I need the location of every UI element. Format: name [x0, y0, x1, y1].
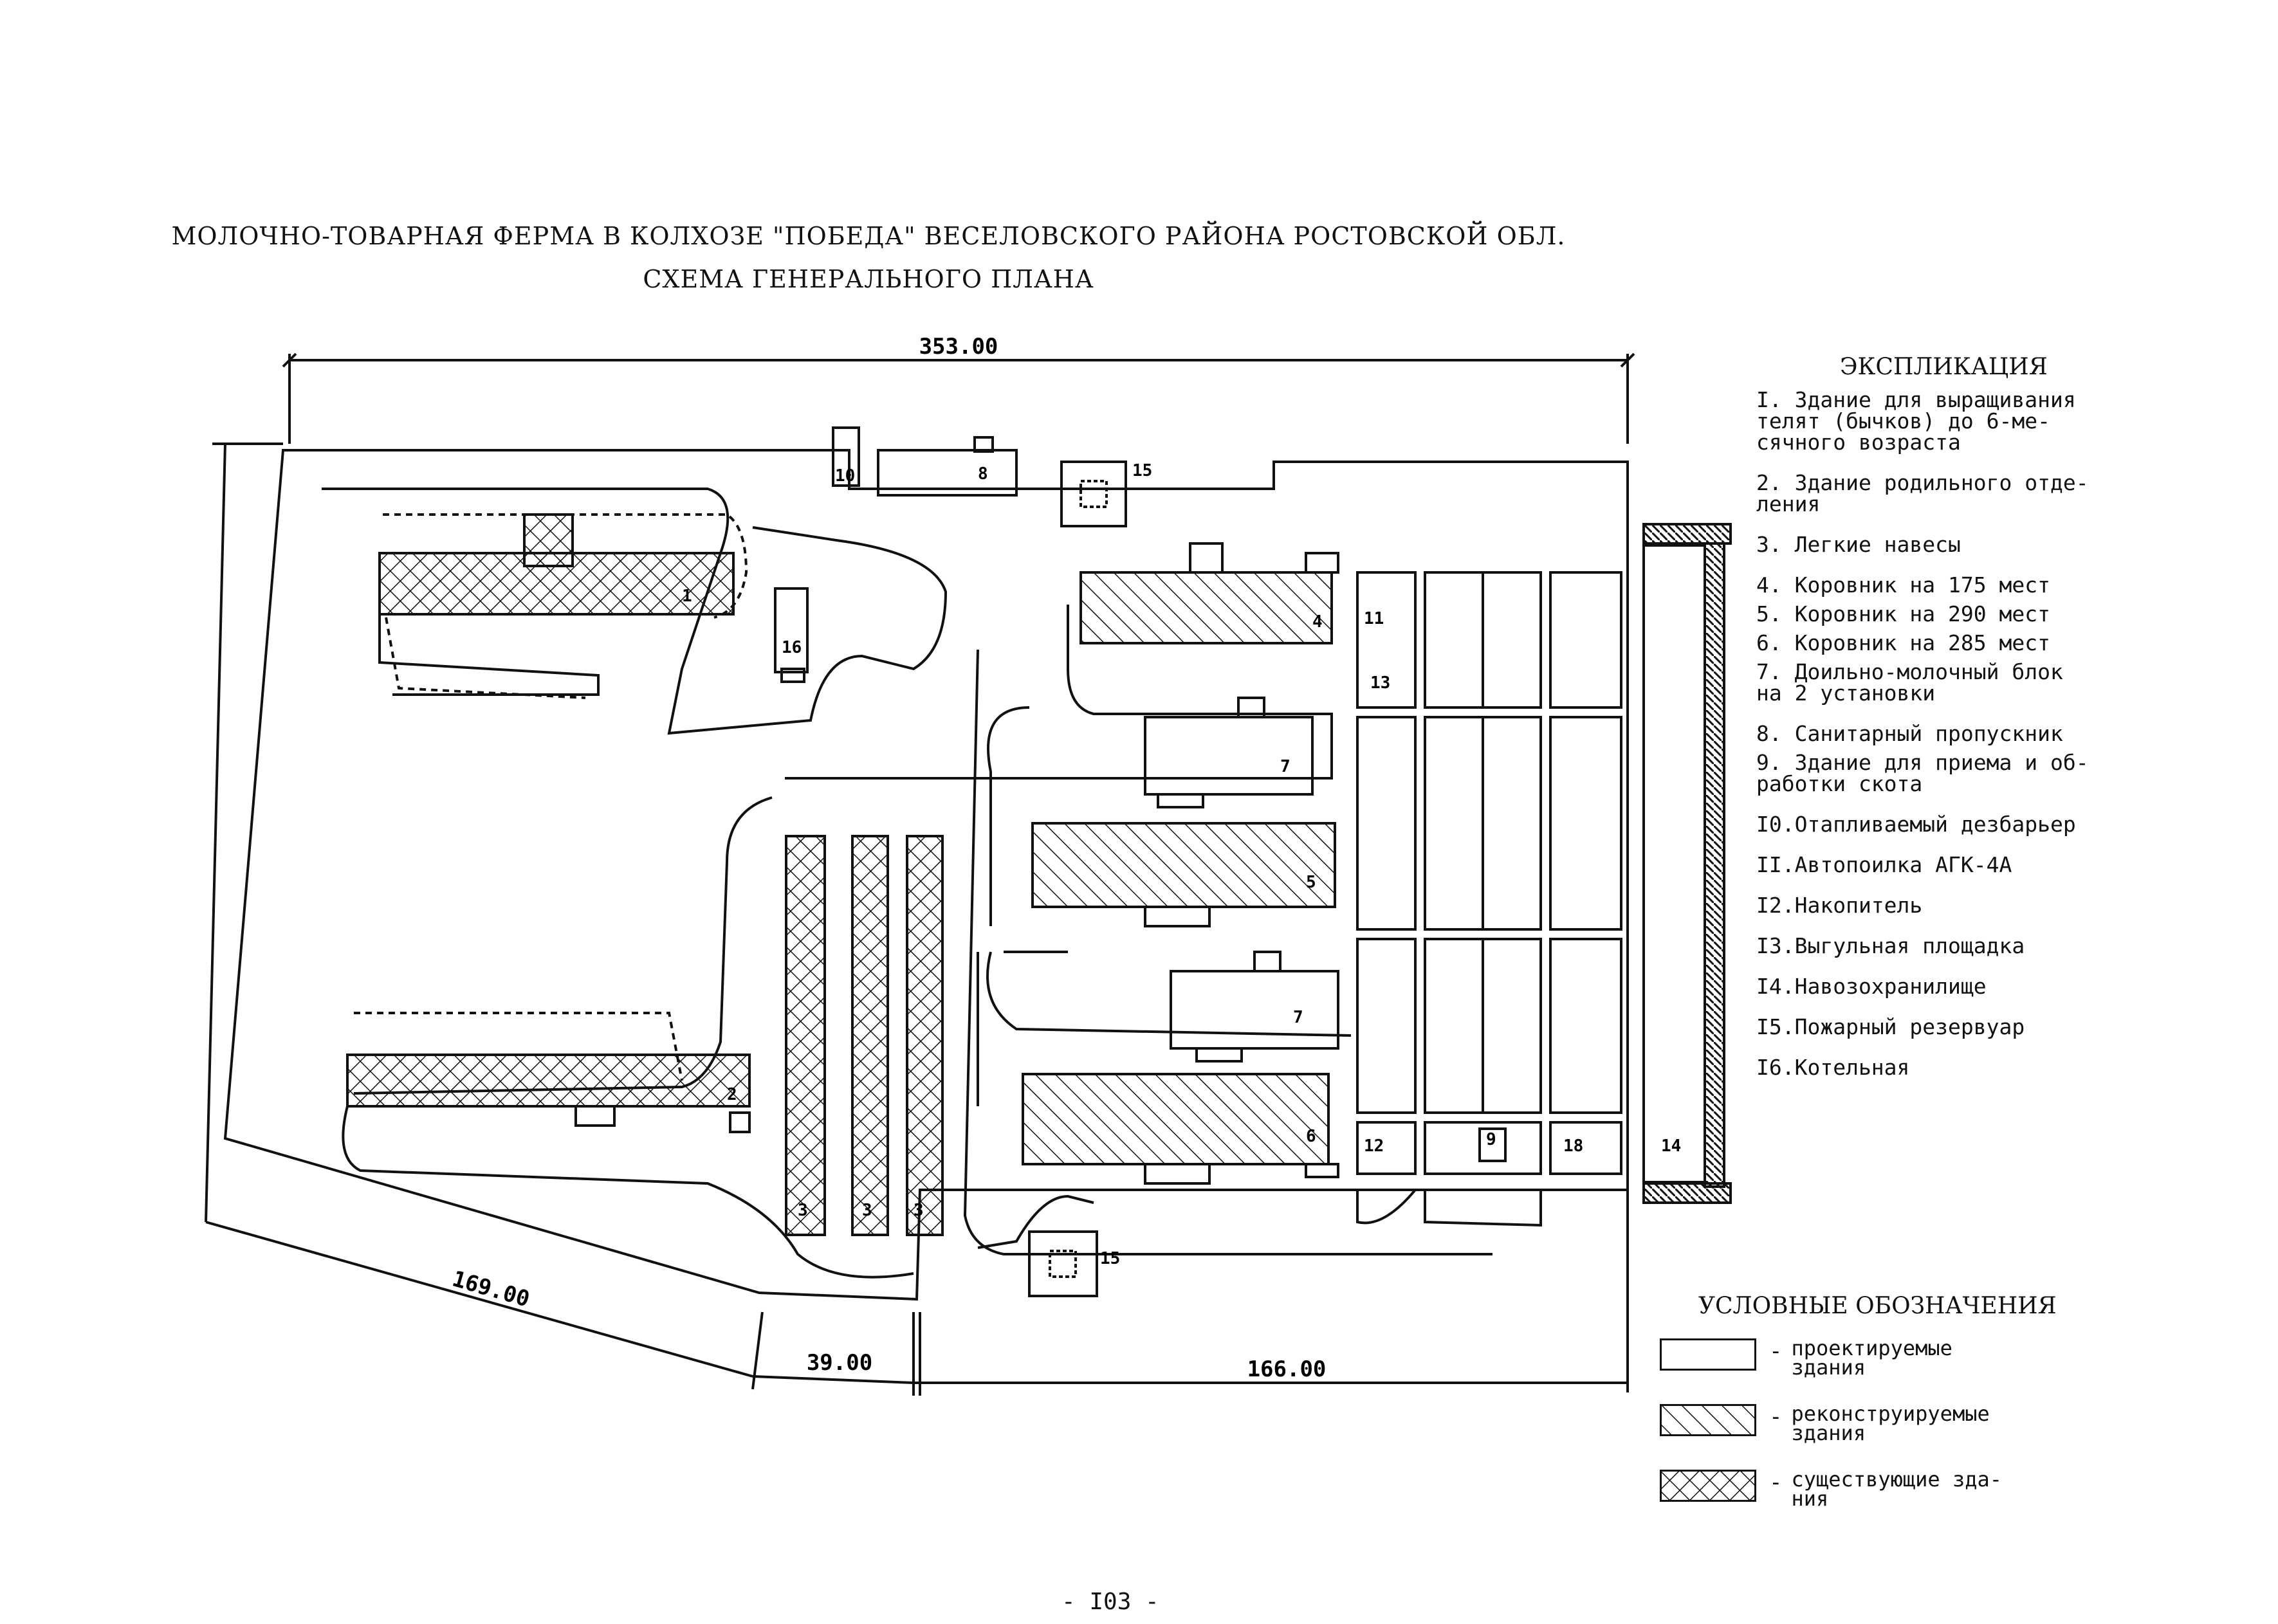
label-yard-13: 13: [1370, 673, 1390, 693]
label-accumulator-12: 12: [1364, 1136, 1384, 1156]
label-shed-3b: 3: [862, 1201, 872, 1220]
legend-swatch-empty: [1660, 1338, 1756, 1371]
label-reservoir-15-top: 15: [1132, 461, 1152, 480]
page-number: - I03 -: [1061, 1589, 1159, 1615]
explication-item-14: I4.Навозохранилище: [1756, 974, 1987, 999]
reservoir-15-top: [1060, 461, 1127, 527]
legend-text-existing: существующие зда- ния: [1791, 1467, 2002, 1511]
label-building-8: 8: [978, 464, 988, 484]
legend-title: УСЛОВНЫЕ ОБОЗНАЧЕНИЯ: [1698, 1293, 2057, 1319]
building-6: [1022, 1073, 1330, 1165]
explication-item-12: I2.Накопитель: [1756, 893, 1923, 918]
label-manure-14: 14: [1661, 1136, 1681, 1156]
legend-row-existing: - существующие зда- ния: [1660, 1467, 2239, 1511]
reservoir-15-bottom: [1028, 1230, 1098, 1297]
explication-item-16: I6.Котельная: [1756, 1055, 1910, 1080]
building-7-lower: [1170, 970, 1339, 1050]
accumulator-18: [1549, 1121, 1622, 1175]
page-subtitle: СХЕМА ГЕНЕРАЛЬНОГО ПЛАНА: [643, 265, 1094, 293]
building-9: [1478, 1127, 1507, 1162]
building-5: [1031, 822, 1336, 908]
label-building-7-lower: 7: [1293, 1008, 1303, 1027]
legend-dash: -: [1769, 1404, 1783, 1430]
dim-top: 353.00: [919, 334, 998, 360]
label-building-9: 9: [1486, 1130, 1496, 1149]
label-shed-3c: 3: [914, 1201, 924, 1220]
building-8: [877, 449, 1018, 497]
label-building-2: 2: [727, 1085, 737, 1104]
dim-line-bottom-left: [205, 1221, 753, 1378]
explication-item-9: 9. Здание для приема и об- работки скота: [1756, 750, 2089, 796]
label-building-10: 10: [835, 466, 855, 486]
dim-bottom-left: 169.00: [449, 1266, 532, 1312]
accumulator-12: [1356, 1121, 1417, 1175]
legend-row-reconstructed: - реконструируемые здания: [1660, 1401, 2239, 1445]
dim-bottom-mid: 39.00: [807, 1350, 872, 1376]
explication-item-8: 8. Санитарный пропускник: [1756, 721, 2063, 746]
explication-item-11: II.Автопоилка АГК-4А: [1756, 852, 2012, 877]
legend-row-designed: - проектируемые здания: [1660, 1336, 2239, 1380]
explication-item-13: I3.Выгульная площадка: [1756, 933, 2025, 958]
explication-title: ЭКСПЛИКАЦИЯ: [1840, 354, 2048, 380]
legend-swatch-hatch: [1660, 1404, 1756, 1436]
dim-line-bottom-mid: [752, 1375, 914, 1384]
label-drinker-11: 11: [1364, 609, 1384, 628]
explication-item-2: 2. Здание родильного отде- ления: [1756, 470, 2089, 516]
building-7-upper: [1144, 716, 1314, 796]
label-shed-3a: 3: [798, 1201, 808, 1220]
label-reservoir-15-bottom: 15: [1100, 1249, 1120, 1268]
legend-dash: -: [1769, 1470, 1783, 1495]
building-1: [378, 513, 748, 699]
explication-item-1: I. Здание для выращивания телят (бычков)…: [1756, 387, 2076, 455]
building-4: [1079, 571, 1333, 644]
page-title: МОЛОЧНО-ТОВАРНАЯ ФЕРМА В КОЛХОЗЕ "ПОБЕДА…: [171, 222, 1566, 250]
sheds-3: [785, 835, 944, 1236]
explication-item-15: I5.Пожарный резервуар: [1756, 1014, 2025, 1039]
legend-dash: -: [1769, 1338, 1783, 1364]
explication-item-3: 3. Легкие навесы: [1756, 532, 1961, 557]
legend-swatch-cross: [1660, 1470, 1756, 1502]
legend-text-designed: проектируемые здания: [1791, 1336, 1952, 1380]
legend-text-reconstructed: реконструируемые здания: [1791, 1401, 1990, 1445]
label-boiler-16: 16: [782, 638, 802, 657]
building-16: [774, 587, 809, 673]
legend: УСЛОВНЫЕ ОБОЗНАЧЕНИЯ - проектируемые зда…: [1660, 1293, 2239, 1535]
building-10: [832, 426, 860, 487]
label-building-5: 5: [1306, 873, 1316, 892]
label-building-7-upper: 7: [1280, 757, 1291, 776]
site-boundary: [223, 449, 1629, 1301]
exercise-yards-13: [1356, 571, 1622, 1227]
manure-storage-14: [1642, 544, 1706, 1183]
explication: ЭКСПЛИКАЦИЯ I. Здание для выращивания те…: [1756, 354, 2271, 1097]
explication-item-4: 4. Коровник на 175 мест: [1756, 572, 2050, 598]
building-2: [346, 1012, 751, 1133]
explication-item-6: 6. Коровник на 285 мест: [1756, 630, 2050, 655]
explication-item-5: 5. Коровник на 290 мест: [1756, 601, 2050, 626]
dim-bottom-right: 166.00: [1247, 1356, 1327, 1382]
label-accumulator-18: 18: [1563, 1136, 1583, 1156]
explication-item-7: 7. Доильно-молочный блок на 2 установки: [1756, 659, 2063, 706]
label-building-4: 4: [1312, 612, 1323, 632]
label-building-6: 6: [1306, 1127, 1316, 1146]
explication-item-10: I0.Отапливаемый дезбарьер: [1756, 812, 2076, 837]
label-building-1: 1: [682, 587, 692, 606]
